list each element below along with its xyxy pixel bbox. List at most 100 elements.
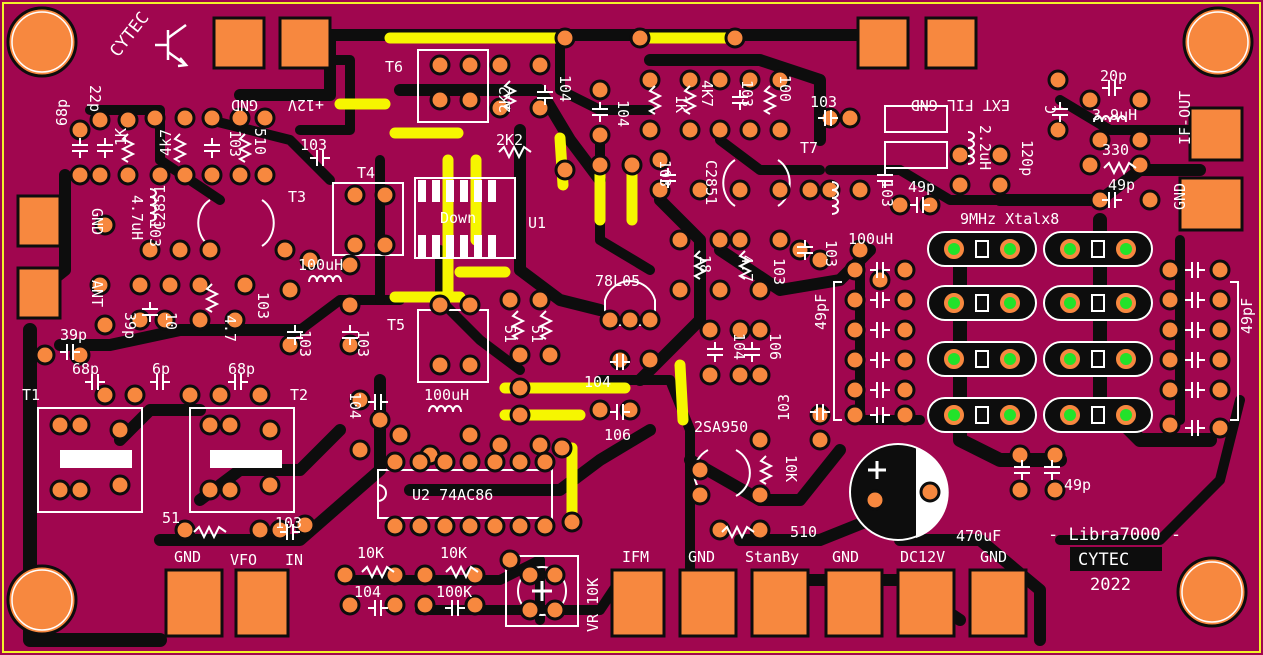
label-u1: U1 bbox=[528, 214, 546, 232]
via-pad bbox=[589, 124, 611, 146]
resistor-symbol bbox=[647, 85, 663, 115]
resistor-symbol bbox=[498, 144, 532, 160]
via-pad bbox=[809, 249, 831, 271]
resistor-symbol bbox=[1103, 160, 1137, 176]
via-pad bbox=[989, 174, 1011, 196]
via-pad bbox=[339, 594, 361, 616]
u1-pin-rows bbox=[418, 180, 496, 257]
label-103f: 103 bbox=[254, 292, 272, 319]
via-pad bbox=[1044, 444, 1066, 466]
via-pad bbox=[639, 349, 661, 371]
capacitor-symbol bbox=[797, 240, 813, 260]
via-pad bbox=[69, 119, 91, 141]
capacitor-symbol bbox=[1102, 192, 1122, 208]
label-510b: 510 bbox=[790, 523, 817, 541]
label-51b: 51 bbox=[528, 325, 546, 343]
via-pad bbox=[374, 234, 396, 256]
resistor-symbol bbox=[692, 250, 708, 280]
label-xtal: 9MHz Xtalx8 bbox=[960, 210, 1059, 228]
label-gnd-left: GND bbox=[88, 208, 106, 235]
label-10k-a: 10K bbox=[782, 455, 800, 482]
via-pad bbox=[749, 319, 771, 341]
via-pad bbox=[499, 549, 521, 571]
label-103e: 103 bbox=[146, 220, 164, 247]
label-510a: 510 bbox=[251, 128, 269, 155]
inductor-symbol bbox=[149, 188, 157, 222]
via-pad bbox=[429, 294, 451, 316]
via-pad bbox=[499, 289, 521, 311]
component-symbols bbox=[60, 80, 1205, 616]
capacitor-symbol bbox=[1185, 352, 1205, 368]
via-pad bbox=[459, 54, 481, 76]
via-pad bbox=[89, 164, 111, 186]
via-pad bbox=[1159, 379, 1181, 401]
resistor-symbol bbox=[762, 85, 778, 115]
via-pad bbox=[1209, 379, 1231, 401]
via-pad bbox=[894, 349, 916, 371]
via-pad bbox=[669, 279, 691, 301]
inductor-symbol bbox=[1093, 115, 1127, 123]
capacitor-symbol bbox=[368, 600, 388, 616]
via-pad bbox=[724, 27, 746, 49]
label-103b: 103 bbox=[810, 93, 837, 111]
capacitor-symbol bbox=[1185, 262, 1205, 278]
capacitor-symbol bbox=[150, 374, 170, 390]
label-10k-c: 10K bbox=[440, 544, 467, 562]
via-pad bbox=[129, 274, 151, 296]
via-pad bbox=[69, 414, 91, 436]
via-pad bbox=[529, 289, 551, 311]
crystal-pins bbox=[944, 239, 1136, 425]
label-47uh: 4.7uH bbox=[128, 195, 146, 240]
capacitor-symbol bbox=[1052, 102, 1068, 122]
via-pad bbox=[844, 404, 866, 426]
label-u2: U2 74AC86 bbox=[412, 486, 493, 504]
resistor-symbol bbox=[361, 564, 395, 580]
label-2sa950: 2SA950 bbox=[694, 418, 748, 436]
via-pad bbox=[94, 214, 116, 236]
via-pad bbox=[429, 354, 451, 376]
via-pad bbox=[369, 409, 391, 431]
vr-pot bbox=[517, 566, 567, 616]
via-pad bbox=[1209, 289, 1231, 311]
inductor-symbol bbox=[831, 181, 839, 215]
label-103l: 103 bbox=[878, 180, 896, 207]
via-pad bbox=[199, 414, 221, 436]
via-pad bbox=[769, 69, 791, 91]
via-pad bbox=[149, 164, 171, 186]
label-ifm: IFM bbox=[622, 548, 649, 566]
via-pad bbox=[154, 309, 176, 331]
via-pad bbox=[1009, 444, 1031, 466]
label-gnd-b1: GND bbox=[174, 548, 201, 566]
via-pad bbox=[259, 474, 281, 496]
label-103h: 103 bbox=[354, 330, 372, 357]
resistor-symbol bbox=[721, 524, 755, 540]
via-pad bbox=[94, 314, 116, 336]
label-51a: 51 bbox=[501, 325, 519, 343]
via-pad bbox=[809, 429, 831, 451]
via-pad bbox=[1044, 479, 1066, 501]
via-pad bbox=[709, 229, 731, 251]
via-pad bbox=[489, 54, 511, 76]
via-pad bbox=[179, 384, 201, 406]
label-c2851-b: C2851 bbox=[702, 160, 720, 205]
label-104e: 104 bbox=[730, 333, 748, 360]
via-pad bbox=[729, 179, 751, 201]
via-pad bbox=[589, 79, 611, 101]
via-pad bbox=[739, 69, 761, 91]
via-pad bbox=[189, 274, 211, 296]
via-pad bbox=[739, 119, 761, 141]
capacitor-symbol bbox=[537, 85, 553, 105]
via-pad bbox=[144, 107, 166, 129]
via-pad bbox=[729, 319, 751, 341]
cap-brackets bbox=[833, 281, 1239, 421]
via-pad bbox=[509, 377, 531, 399]
via-pad bbox=[799, 179, 821, 201]
via-pad bbox=[689, 484, 711, 506]
label-2k2a: 2K2 bbox=[496, 86, 514, 113]
via-pad bbox=[1079, 89, 1101, 111]
label-t3: T3 bbox=[288, 188, 306, 206]
via-pad bbox=[669, 229, 691, 251]
label-39p-b: 39p bbox=[121, 312, 139, 339]
via-pad bbox=[709, 69, 731, 91]
